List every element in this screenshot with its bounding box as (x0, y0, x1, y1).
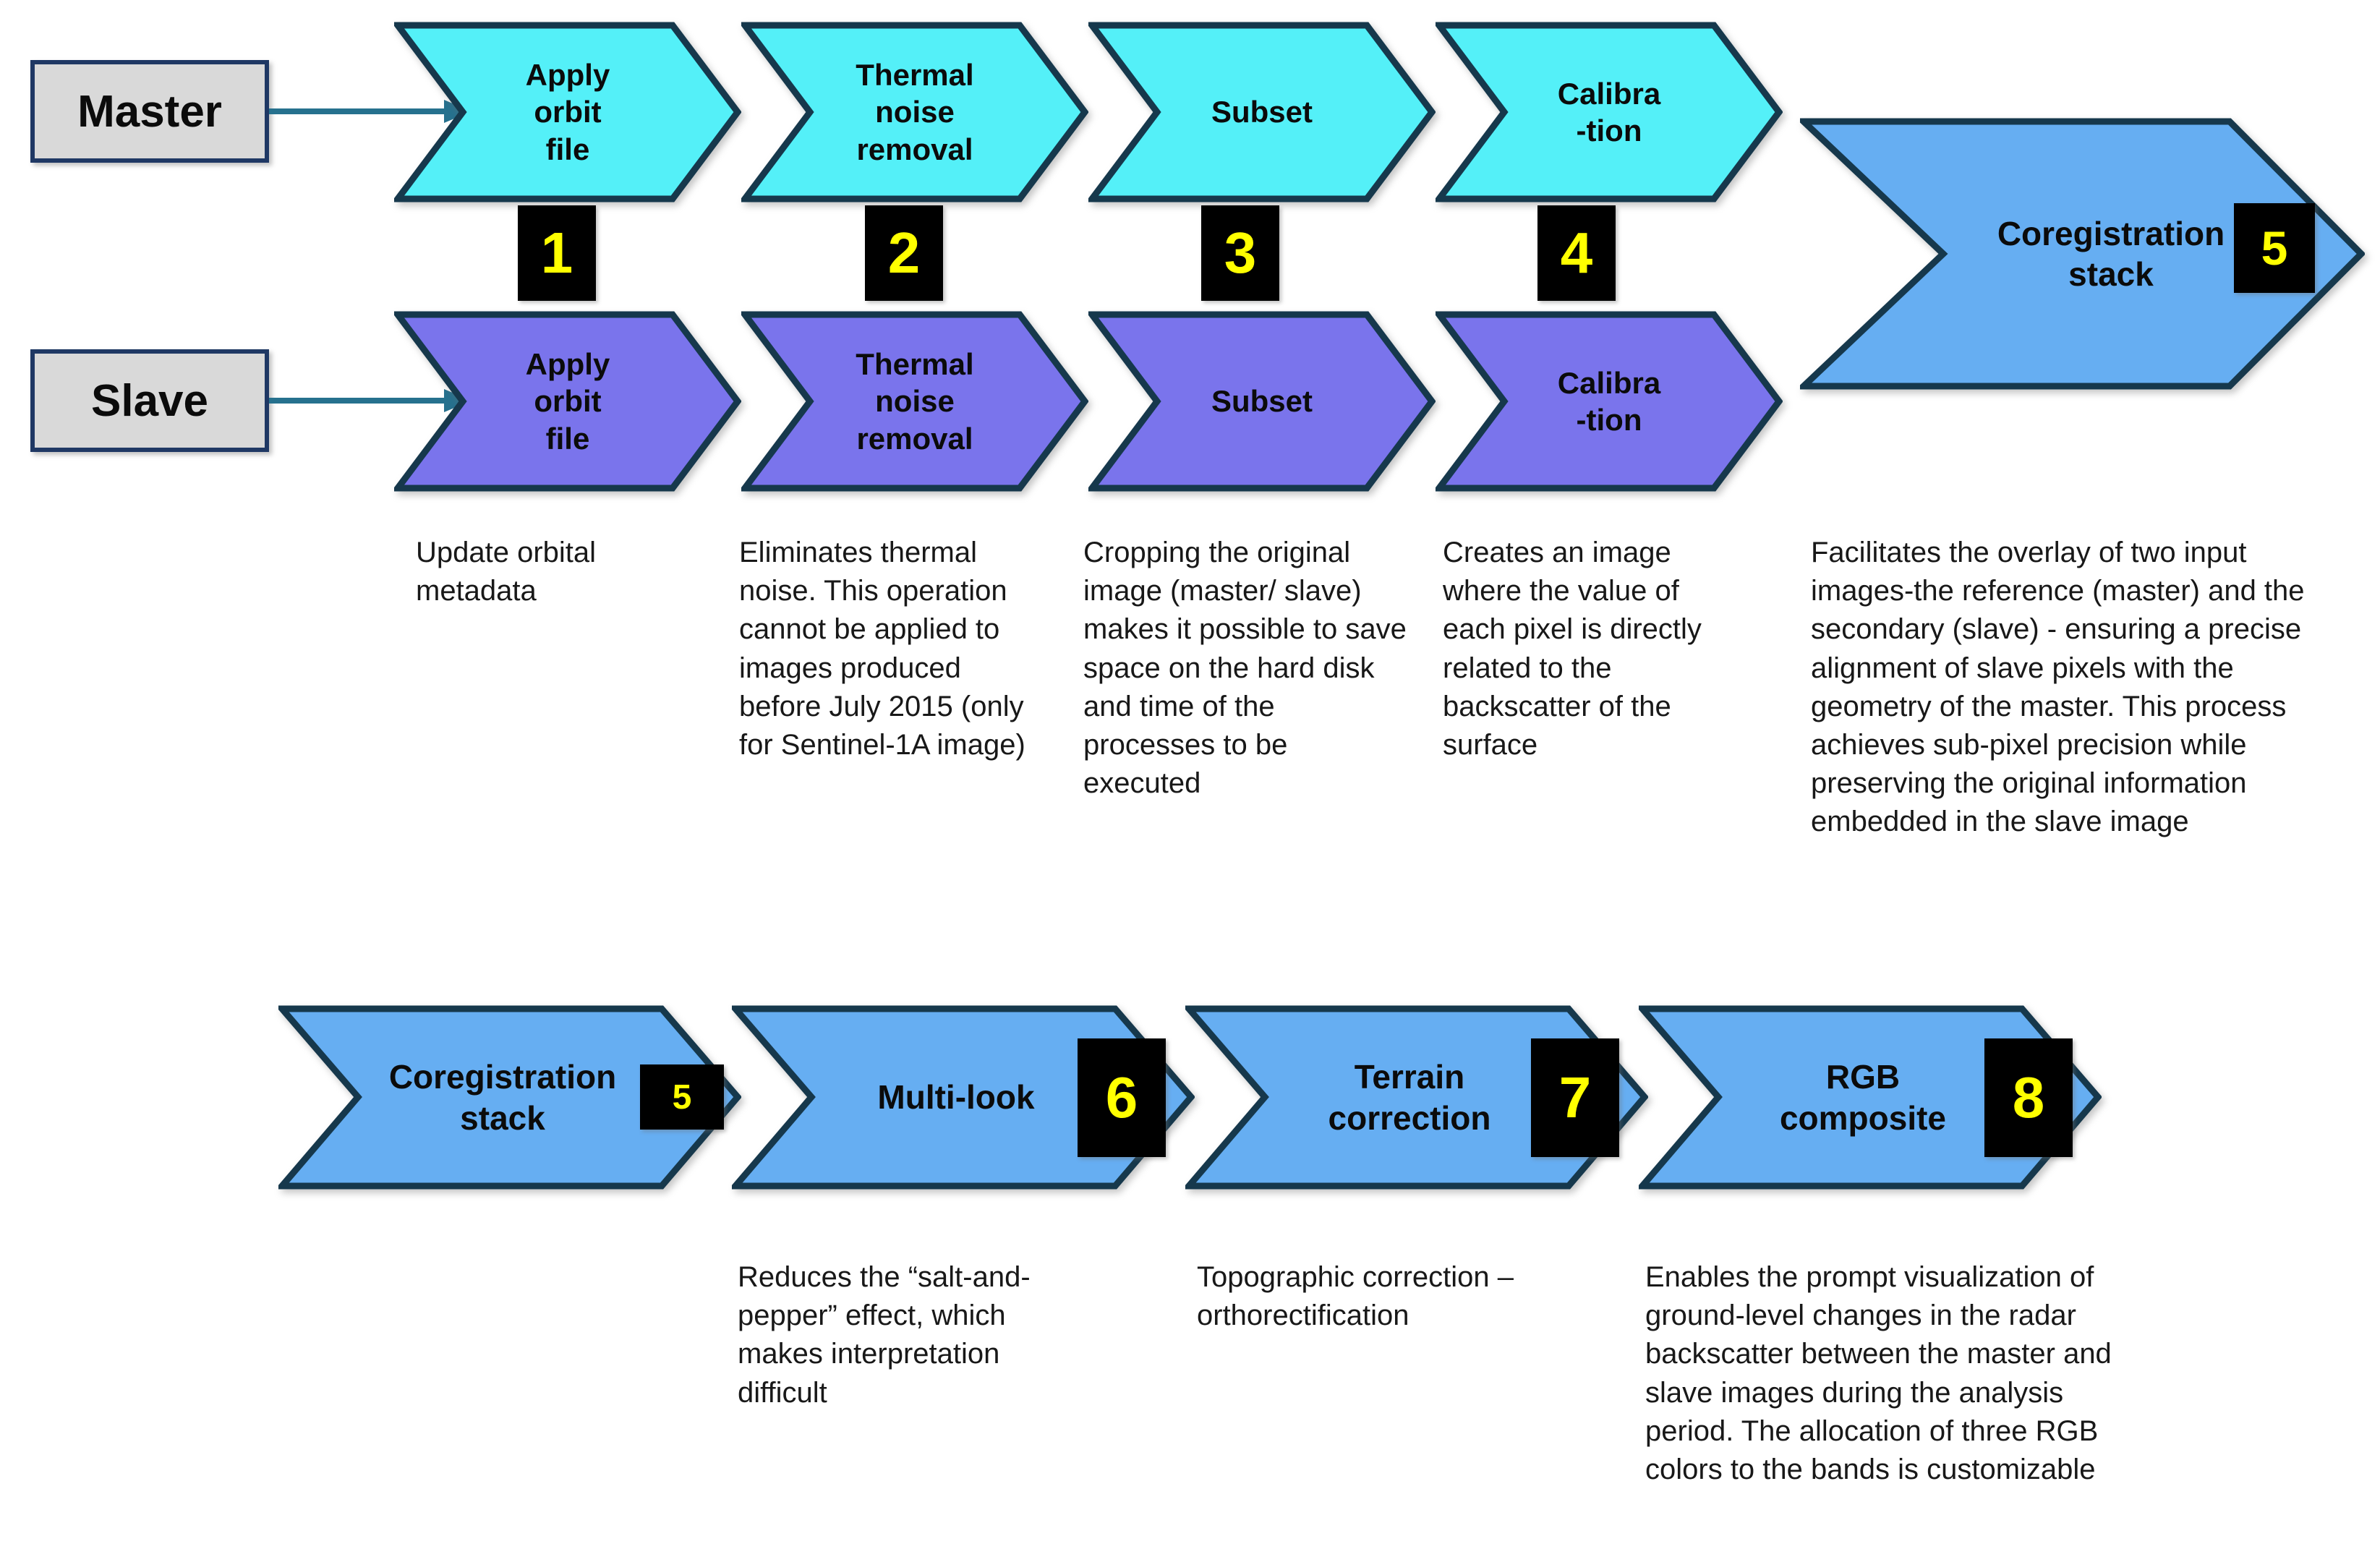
step-label: Terrain correction (1328, 1058, 1491, 1137)
step-label: Subset (1211, 384, 1313, 419)
step-1-description: Update orbital metadata (416, 537, 597, 607)
step-label: Coregistration stack (1997, 214, 2225, 293)
chevron-shape (741, 22, 1088, 202)
step-1-slave-chevron: Apply orbit file (394, 311, 741, 492)
step-label: Multi-look (877, 1078, 1035, 1117)
step-5b-number-badge: 5 (640, 1064, 724, 1130)
chevron-shape (278, 1005, 741, 1190)
step-2-number-badge: 2 (865, 205, 943, 301)
chevron-shape (1088, 311, 1436, 492)
step-6-number-badge: 6 (1078, 1038, 1166, 1157)
step-8-description: Enables the prompt visualization of grou… (1645, 1261, 2112, 1485)
step-4-master-chevron: Calibra -tion (1436, 22, 1783, 202)
step-4-number-badge: 4 (1537, 205, 1616, 301)
step-8-rgb-composite-chevron: RGB composite (1639, 1005, 2102, 1190)
step-6-multilook-chevron: Multi-look (732, 1005, 1195, 1190)
step-7-terrain-correction-chevron: Terrain correction (1185, 1005, 1648, 1190)
step-number: 6 (1105, 1065, 1138, 1130)
step-number: 2 (887, 221, 921, 285)
chevron-shape (1800, 118, 2365, 390)
chevron-shape (394, 311, 741, 492)
slave-source-box: Slave (30, 349, 269, 452)
step-5-coregistration-chevron: Coregistration stack (1800, 118, 2365, 390)
chevron-shape (394, 22, 741, 202)
chevron-shape (741, 311, 1088, 492)
chevron-shape (732, 1005, 1195, 1190)
step-6-description: Reduces the “salt-and-pepper” effect, wh… (738, 1261, 1031, 1409)
slave-connector-arrow (269, 389, 472, 412)
step-5-description: Facilitates the overlay of two input ima… (1811, 537, 2305, 838)
step-label: Thermal noise removal (856, 347, 974, 456)
chevron-shape (1436, 22, 1783, 202)
step-label: Calibra -tion (1557, 76, 1661, 148)
master-label: Master (77, 86, 222, 137)
step-number: 5 (2261, 221, 2288, 275)
step-label: Subset (1211, 95, 1313, 129)
step-2-description: Eliminates thermal noise. This operation… (739, 537, 1025, 761)
slave-label: Slave (90, 375, 209, 426)
step-number: 5 (672, 1078, 692, 1117)
master-source-box: Master (30, 60, 269, 163)
step-label: Thermal noise removal (856, 58, 974, 166)
step-4-description: Creates an image where the value of each… (1443, 537, 1702, 761)
step-8-number-badge: 8 (1984, 1038, 2073, 1157)
step-4-slave-chevron: Calibra -tion (1436, 311, 1783, 492)
step-number: 3 (1224, 221, 1257, 285)
chevron-shape (1088, 22, 1436, 202)
step-number: 1 (540, 221, 573, 285)
step-3-slave-chevron: Subset (1088, 311, 1436, 492)
step-1-number-badge: 1 (518, 205, 596, 301)
step-2-master-chevron: Thermal noise removal (741, 22, 1088, 202)
step-3-description: Cropping the original image (master/ sla… (1083, 537, 1407, 800)
step-3-master-chevron: Subset (1088, 22, 1436, 202)
chevron-shape (1436, 311, 1783, 492)
master-connector-arrow (269, 100, 472, 123)
step-5-number-badge: 5 (2234, 203, 2315, 293)
step-2-slave-chevron: Thermal noise removal (741, 311, 1088, 492)
step-7-number-badge: 7 (1531, 1038, 1619, 1157)
step-1-master-chevron: Apply orbit file (394, 22, 741, 202)
step-number: 4 (1560, 221, 1593, 285)
step-label: Apply orbit file (525, 347, 610, 456)
step-5b-coregistration-chevron: Coregistration stack (278, 1005, 741, 1190)
step-label: Apply orbit file (525, 58, 610, 166)
step-7-description: Topographic correction – orthorectificat… (1197, 1261, 1514, 1332)
chevron-shape (1639, 1005, 2102, 1190)
step-3-number-badge: 3 (1201, 205, 1279, 301)
step-label: Calibra -tion (1557, 365, 1661, 437)
step-label: Coregistration stack (388, 1058, 617, 1137)
step-number: 8 (2012, 1065, 2045, 1130)
chevron-shape (1185, 1005, 1648, 1190)
step-label: RGB composite (1779, 1058, 1947, 1137)
step-number: 7 (1558, 1065, 1592, 1130)
